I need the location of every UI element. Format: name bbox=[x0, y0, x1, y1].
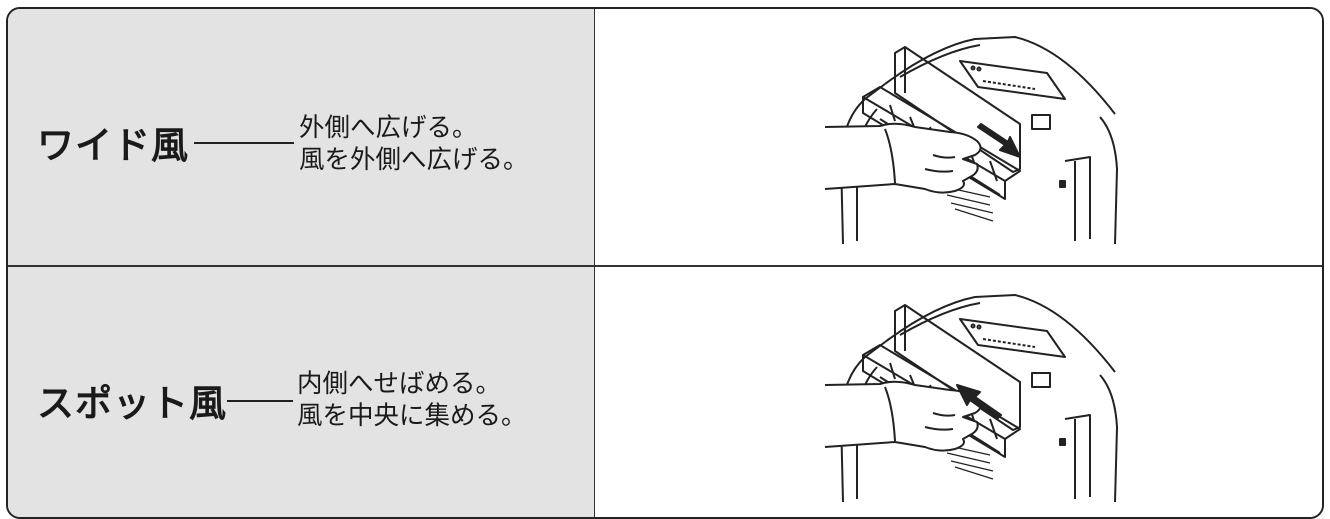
description-wide: 外側へ広げる。 風を外側へ広げる。 bbox=[299, 112, 529, 176]
table-row-spot: スポット風 内側へせばめる。 風を中央に集める。 bbox=[8, 267, 1322, 517]
description-spot-line1: 内側へせばめる。 bbox=[297, 369, 502, 399]
description-spot-line2: 風を中央に集める。 bbox=[297, 401, 527, 431]
dehumidifier-louver-wide-illustration bbox=[824, 36, 1118, 245]
description-spot: 内側へせばめる。 風を中央に集める。 bbox=[297, 368, 527, 432]
illustration-cell-wide bbox=[595, 9, 1322, 265]
label-cell-spot: スポット風 内側へせばめる。 風を中央に集める。 bbox=[8, 267, 595, 517]
mode-table: ワイド風 外側へ広げる。 風を外側へ広げる。 bbox=[6, 7, 1324, 519]
mode-name-wide: ワイド風 bbox=[37, 124, 189, 167]
table-row-wide: ワイド風 外側へ広げる。 風を外側へ広げる。 bbox=[8, 9, 1322, 267]
dehumidifier-louver-spot-illustration bbox=[824, 294, 1118, 503]
leader-line-wide bbox=[194, 142, 294, 144]
description-wide-line1: 外側へ広げる。 bbox=[299, 113, 478, 143]
label-cell-wide: ワイド風 外側へ広げる。 風を外側へ広げる。 bbox=[8, 9, 595, 265]
illustration-cell-spot bbox=[595, 267, 1322, 517]
description-wide-line2: 風を外側へ広げる。 bbox=[299, 145, 529, 175]
leader-line-spot bbox=[227, 400, 293, 402]
mode-name-spot: スポット風 bbox=[37, 382, 227, 425]
